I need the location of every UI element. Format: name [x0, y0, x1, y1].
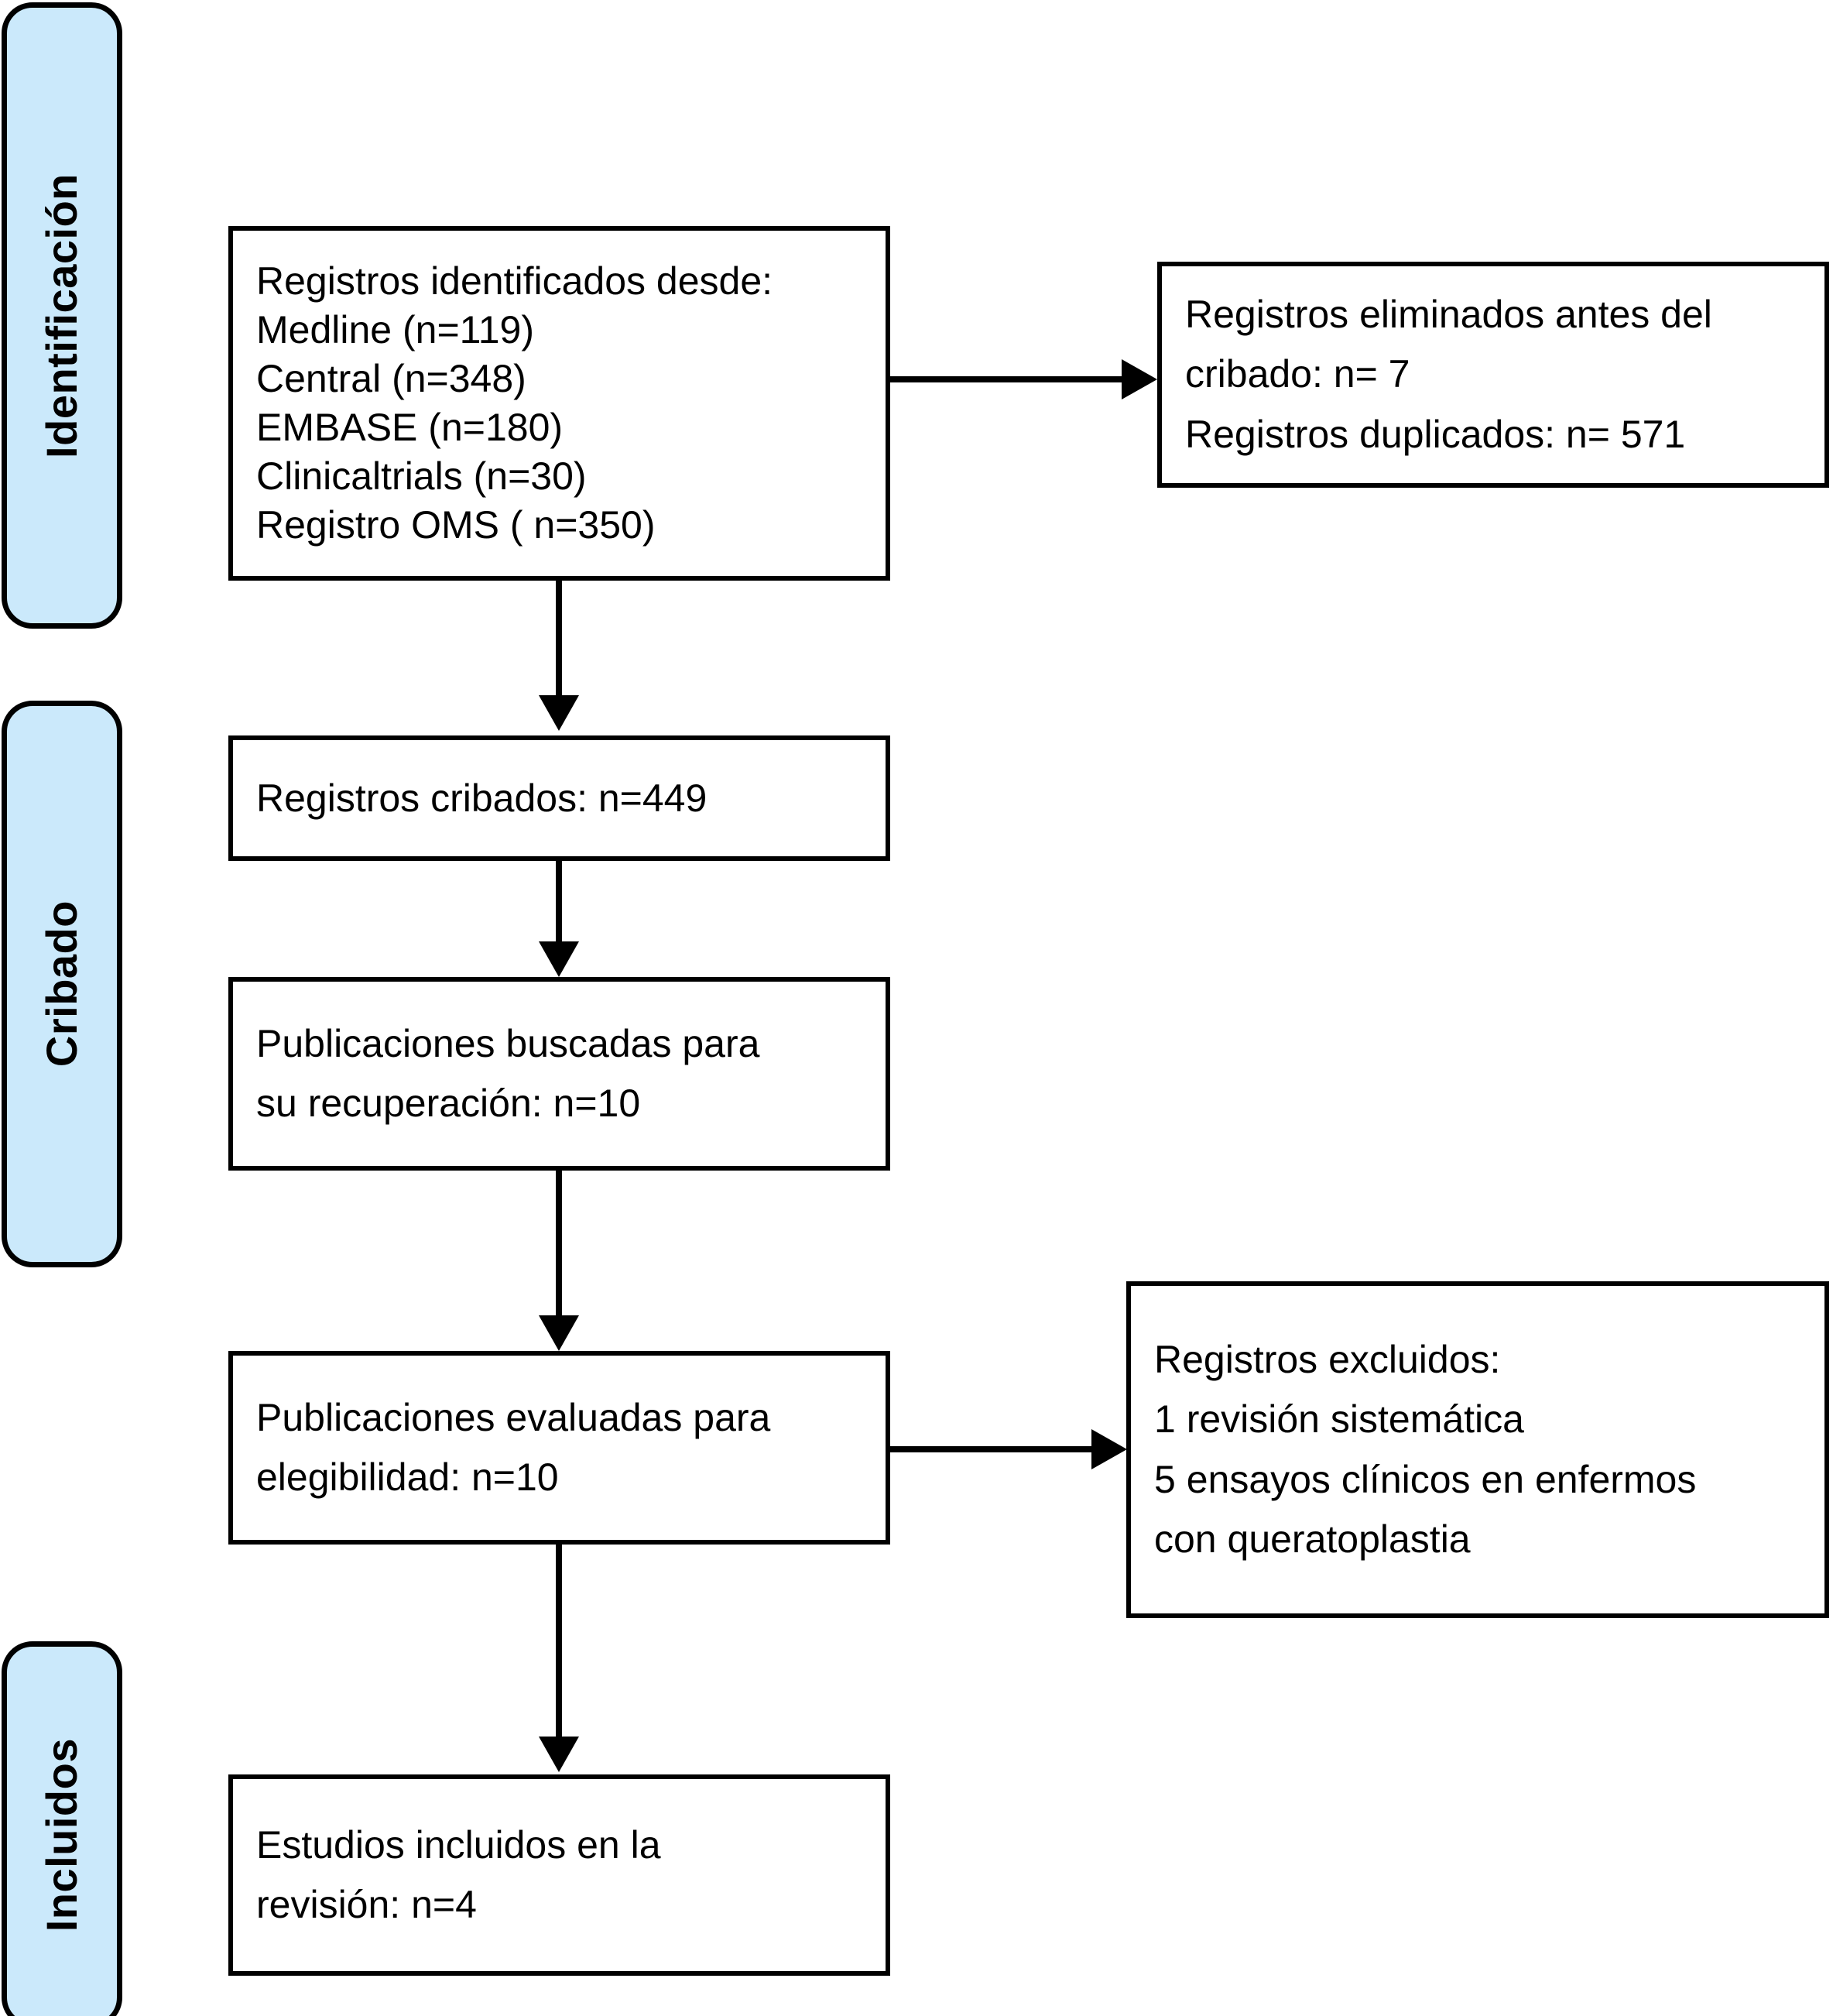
box-line: Central (n=348)	[256, 357, 526, 400]
box-line: Registros duplicados: n= 571	[1185, 412, 1686, 456]
box-line: Registros identificados desde:	[256, 259, 773, 303]
arrowhead-to-incluidos	[539, 1737, 579, 1772]
box-registros-identificados: Registros identificados desde: Medline (…	[228, 226, 890, 581]
box-line: Registros excluidos:	[1154, 1337, 1501, 1381]
box-line: Clinicaltrials (n=30)	[256, 454, 587, 498]
connector-identificados-to-eliminados	[890, 376, 1134, 382]
box-registros-eliminados: Registros eliminados antes del cribado: …	[1157, 262, 1829, 488]
box-publicaciones-buscadas: Publicaciones buscadas para su recuperac…	[228, 977, 890, 1171]
connector-evaluadas-to-excluidos	[890, 1446, 1105, 1452]
box-line: Estudios incluidos en la	[256, 1822, 661, 1867]
box-registros-excluidos: Registros excluidos: 1 revisión sistemát…	[1126, 1281, 1829, 1618]
box-line: con queratoplastia	[1154, 1517, 1471, 1561]
stage-cribado-label: Cribado	[37, 900, 86, 1068]
box-line: Publicaciones evaluadas para	[256, 1395, 771, 1439]
stage-cribado: Cribado	[2, 701, 122, 1267]
arrowhead-to-eliminados	[1122, 359, 1157, 399]
box-line: Registros eliminados antes del	[1185, 292, 1712, 336]
box-line: elegibilidad: n=10	[256, 1455, 559, 1499]
connector-buscadas-to-evaluadas	[556, 1171, 562, 1318]
box-line: 1 revisión sistemática	[1154, 1397, 1524, 1441]
box-line: Registros cribados: n=449	[256, 776, 708, 820]
stage-incluidos: Incluidos	[2, 1641, 122, 2016]
box-line: revisión: n=4	[256, 1883, 477, 1926]
box-line: Medline (n=119)	[256, 308, 535, 351]
arrowhead-to-evaluadas	[539, 1315, 579, 1351]
stage-identificacion-label: Identificación	[37, 173, 86, 458]
connector-cribados-to-buscadas	[556, 861, 562, 945]
connector-evaluadas-to-incluidos	[556, 1545, 562, 1740]
stage-identificacion: Identificación	[2, 2, 122, 629]
box-registros-cribados: Registros cribados: n=449	[228, 735, 890, 861]
box-line: Registro OMS ( n=350)	[256, 503, 656, 547]
arrowhead-to-buscadas	[539, 941, 579, 977]
box-line: cribado: n= 7	[1185, 352, 1410, 396]
connector-identificados-to-cribados	[556, 581, 562, 698]
box-line: EMBASE (n=180)	[256, 406, 564, 449]
box-estudios-incluidos: Estudios incluidos en la revisión: n=4	[228, 1774, 890, 1976]
box-line: Publicaciones buscadas para	[256, 1021, 760, 1065]
arrowhead-to-excluidos	[1091, 1429, 1127, 1469]
box-line: 5 ensayos clínicos en enfermos	[1154, 1457, 1697, 1501]
stage-incluidos-label: Incluidos	[37, 1737, 86, 1932]
box-publicaciones-evaluadas: Publicaciones evaluadas para elegibilida…	[228, 1351, 890, 1545]
arrowhead-to-cribados	[539, 695, 579, 731]
box-line: su recuperación: n=10	[256, 1082, 641, 1125]
